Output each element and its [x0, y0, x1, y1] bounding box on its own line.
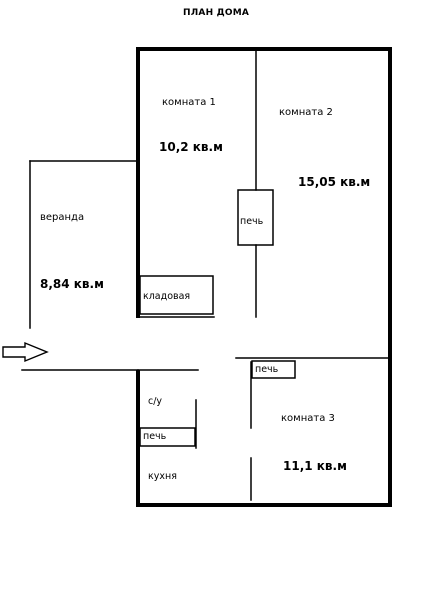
pantry-box	[139, 275, 214, 315]
arrow-right-icon	[2, 341, 49, 363]
room2-label: комната 2	[279, 107, 333, 118]
room1-area: 10,2 кв.м	[159, 140, 223, 154]
room3-area: 11,1 кв.м	[283, 459, 347, 473]
stove-kitchen-box	[139, 427, 196, 447]
stove-room3-box	[251, 360, 296, 379]
veranda-area: 8,84 кв.м	[40, 277, 104, 291]
stove-kitchen-label: печь	[143, 431, 167, 442]
page-title: ПЛАН ДОМА	[183, 8, 250, 18]
room3-label: комната 3	[281, 413, 335, 424]
stove-main-label: печь	[240, 216, 264, 227]
stove-room3-label: печь	[255, 364, 279, 375]
veranda-label: веранда	[40, 212, 85, 223]
room1-label: комната 1	[162, 97, 216, 108]
stove-main-box	[237, 189, 274, 246]
bathroom-label: с/у	[148, 396, 163, 407]
room2-area: 15,05 кв.м	[298, 175, 371, 189]
pantry-label: кладовая	[143, 291, 191, 302]
kitchen-label: кухня	[148, 471, 177, 482]
